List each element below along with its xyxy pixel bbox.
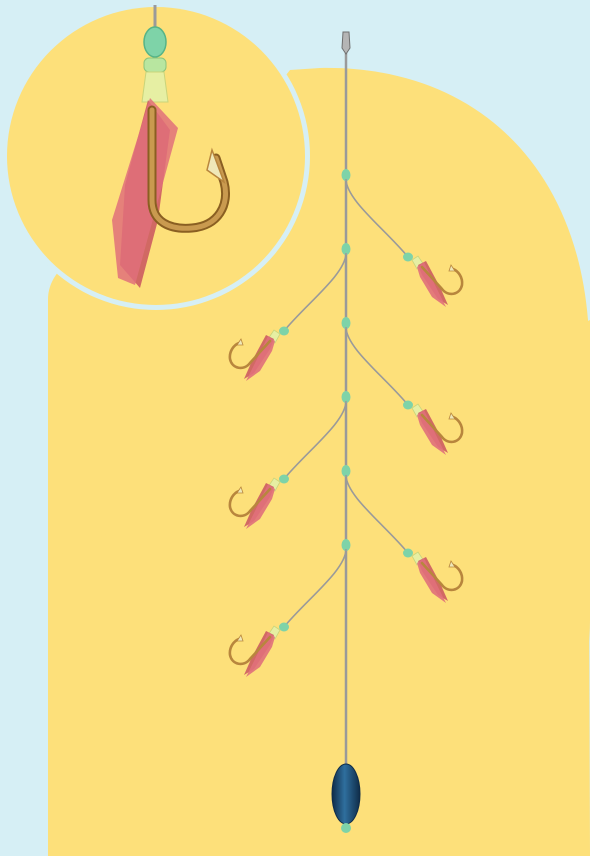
lure-bead-icon xyxy=(279,475,289,484)
inset-collar-ring-icon xyxy=(144,58,166,72)
lure-bead-icon xyxy=(403,253,413,262)
sinker-tip-bead-icon xyxy=(341,823,351,833)
inset-collar-icon xyxy=(142,72,168,102)
detail-inset xyxy=(2,2,310,310)
inset-bead-icon xyxy=(144,27,166,57)
lure-bead-icon xyxy=(403,549,413,558)
sinker-icon xyxy=(332,764,360,824)
swivel-icon xyxy=(342,32,350,54)
lure-bead-icon xyxy=(279,623,289,632)
lure-bead-icon xyxy=(403,401,413,410)
lure-bead-icon xyxy=(279,327,289,336)
